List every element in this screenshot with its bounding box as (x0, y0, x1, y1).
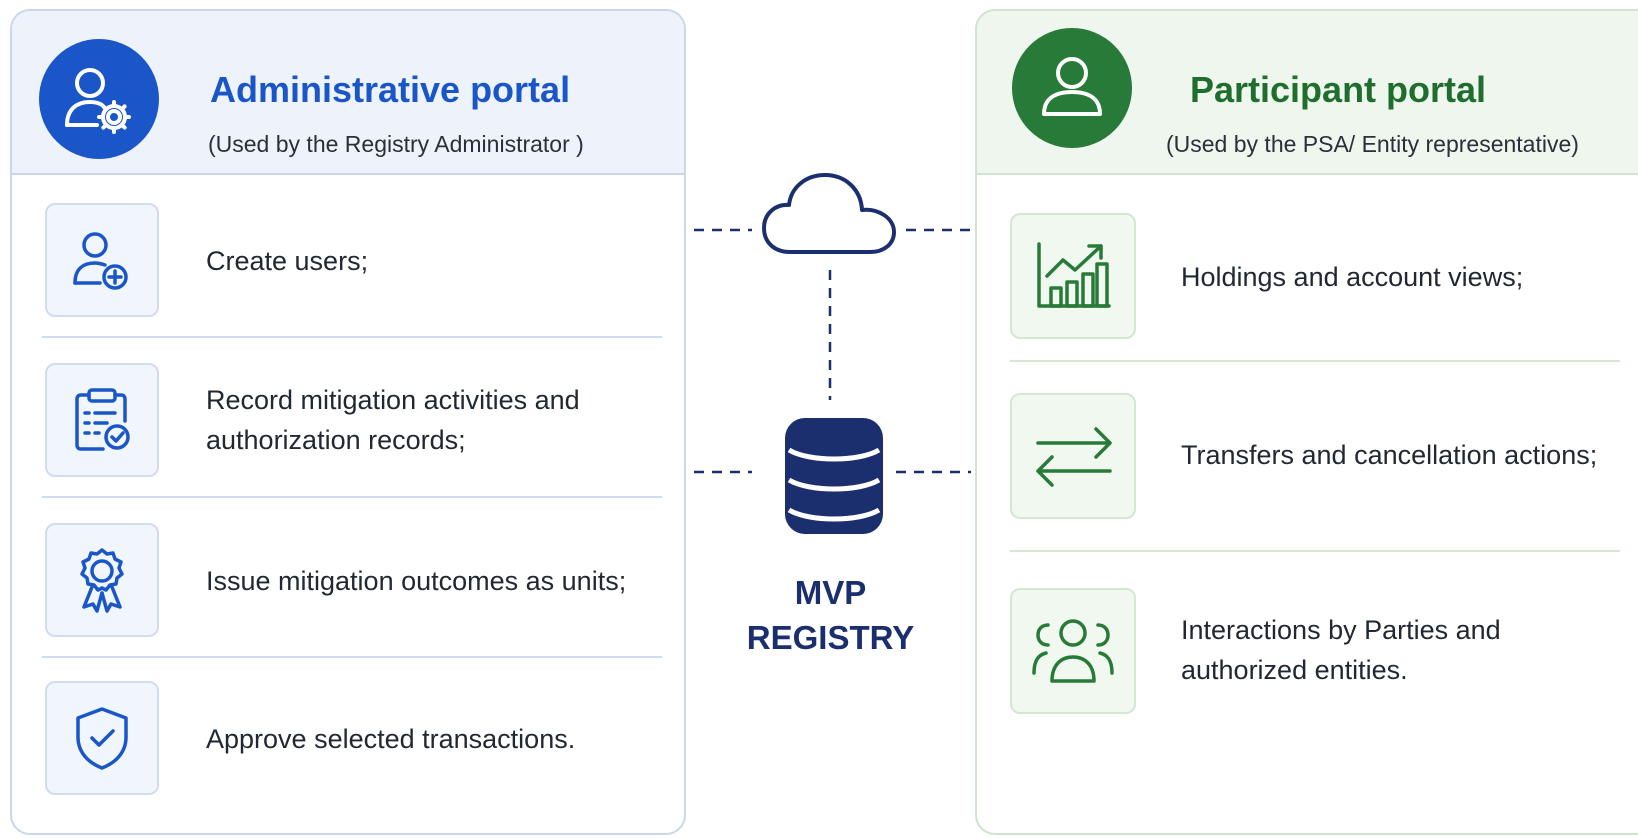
divider (1010, 550, 1620, 552)
admin-item-text: Approve selected transactions. (206, 724, 576, 754)
participant-item-text: Interactions by Parties and authorized e… (1181, 615, 1501, 685)
admin-portal-header: Administrative portal (Used by the Regis… (12, 11, 684, 175)
award-ribbon-icon (45, 523, 159, 637)
growth-chart-icon (1010, 213, 1136, 339)
clipboard-check-icon (45, 363, 159, 477)
user-add-icon (45, 203, 159, 317)
transfer-arrows-icon (1010, 393, 1136, 519)
registry-label-line2: REGISTRY (746, 619, 915, 656)
admin-item-text: Create users; (206, 246, 369, 276)
participant-item-text: Holdings and account views; (1181, 262, 1524, 292)
divider (1010, 360, 1620, 362)
admin-item-text: Issue mitigation outcomes as units; (206, 566, 627, 596)
divider (42, 496, 662, 498)
divider (42, 336, 662, 338)
user-icon (1012, 28, 1132, 148)
shield-check-icon (45, 681, 159, 795)
participant-portal-panel: Participant portal (Used by the PSA/ Ent… (975, 9, 1638, 835)
admin-portal-title: Administrative portal (210, 69, 571, 110)
admin-portal-subtitle: (Used by the Registry Administrator ) (208, 131, 584, 157)
user-gear-icon (39, 39, 159, 159)
database-icon (785, 418, 883, 534)
cloud-icon (762, 173, 896, 254)
registry-label-line1: MVP (794, 574, 867, 611)
group-users-icon (1010, 588, 1136, 714)
connector-lines (694, 228, 971, 474)
mvp-registry-hub: MVP REGISTRY (686, 0, 975, 839)
participant-portal-header: Participant portal (Used by the PSA/ Ent… (977, 11, 1638, 175)
divider (42, 656, 662, 658)
participant-item-text: Transfers and cancellation actions; (1181, 440, 1598, 470)
administrative-portal-panel: Administrative portal (Used by the Regis… (10, 9, 686, 835)
participant-portal-title: Participant portal (1190, 69, 1487, 110)
participant-portal-subtitle: (Used by the PSA/ Entity representative) (1166, 131, 1579, 157)
admin-item-text: Record mitigation activities and authori… (206, 385, 580, 455)
